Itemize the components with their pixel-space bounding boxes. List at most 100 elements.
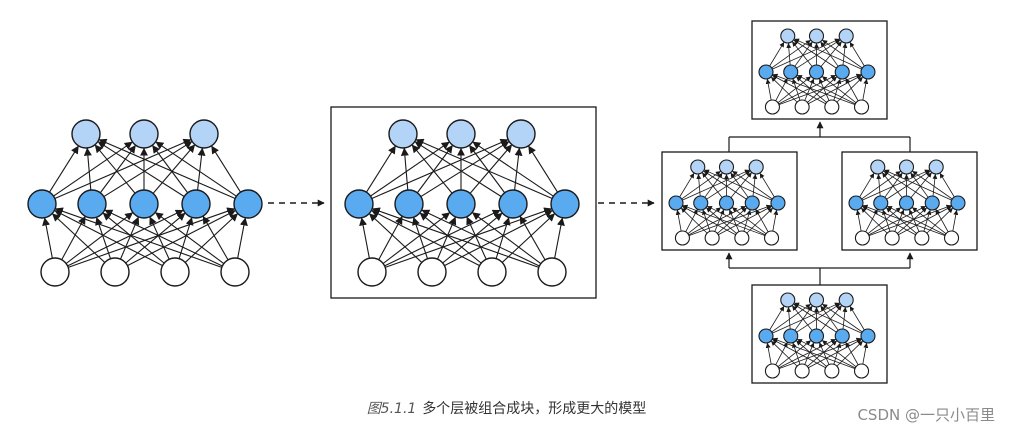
s4-edges xyxy=(765,302,869,369)
s3-edge xyxy=(912,207,947,235)
s3-edge xyxy=(926,207,953,234)
s4-edge xyxy=(765,342,772,365)
s3-input-node-3 xyxy=(914,230,930,246)
s1-hidden-node-4 xyxy=(834,64,850,80)
s4-edge xyxy=(849,305,865,331)
n1-edge xyxy=(54,207,222,268)
n1-edge xyxy=(61,216,86,260)
n2-edge xyxy=(466,216,487,260)
s4-edge xyxy=(833,342,842,365)
s2-edge xyxy=(696,173,702,197)
s3-input-node-1 xyxy=(854,230,870,246)
n2-hidden-node-2 xyxy=(394,189,424,219)
n1-edge xyxy=(155,141,237,197)
n2-edge xyxy=(369,213,423,263)
s3-input-node-4 xyxy=(943,230,960,246)
n2-edge xyxy=(436,216,457,260)
n2-network xyxy=(344,119,580,287)
s3-edge xyxy=(861,207,888,234)
s2-edge xyxy=(702,172,723,198)
n1-edge xyxy=(178,217,194,259)
s4-edge xyxy=(807,340,837,367)
n1-input-node-3 xyxy=(160,257,190,287)
n2-hidden-node-4 xyxy=(498,189,528,219)
s4-edge xyxy=(820,305,839,331)
s3-edge xyxy=(883,170,927,200)
s2-hidden-node-3 xyxy=(718,195,735,211)
n1-output-node-1 xyxy=(71,119,101,149)
n2-hidden-node-3 xyxy=(446,189,476,219)
n1-edge xyxy=(94,144,136,194)
n2-edge xyxy=(444,210,553,267)
s1-edge xyxy=(819,78,830,101)
s1-edge xyxy=(794,41,813,67)
s1-hidden-node-3 xyxy=(808,64,825,80)
s3-hidden-node-1 xyxy=(848,195,864,211)
s2-edge xyxy=(759,172,775,198)
s3-edge xyxy=(861,171,901,200)
n2-edge xyxy=(554,217,565,259)
s1-network xyxy=(758,28,876,115)
s2-edge xyxy=(703,170,747,200)
s3-edge xyxy=(867,207,902,234)
s1-edge xyxy=(820,41,842,67)
n2-edge xyxy=(378,216,403,260)
s4-input-node-2 xyxy=(794,363,810,379)
s1-edge xyxy=(808,75,862,105)
top-block-frame xyxy=(751,20,888,120)
s2-edges xyxy=(675,169,779,236)
s4-output-node-3 xyxy=(838,292,854,308)
n2-output-node-2 xyxy=(446,119,476,149)
s3-edge xyxy=(923,209,932,232)
s4-hidden-node-4 xyxy=(834,328,850,344)
n2-edge xyxy=(382,212,451,264)
s2-edge xyxy=(755,209,769,233)
s2-edge xyxy=(732,207,767,235)
n2-edge xyxy=(421,209,540,267)
s1-hidden-node-2 xyxy=(783,64,799,80)
n1-edge xyxy=(103,141,193,198)
s2-edge xyxy=(675,209,682,232)
s3-edge xyxy=(939,172,955,198)
s1-edge xyxy=(849,41,865,67)
s4-edge xyxy=(842,306,848,330)
s3-edge xyxy=(935,209,949,233)
s3-edge xyxy=(898,206,952,236)
s3-output-node-1 xyxy=(870,159,886,175)
s1-edge xyxy=(822,76,857,104)
n1-hidden-node-4 xyxy=(181,189,211,219)
s4-edge xyxy=(794,305,813,331)
s1-edge xyxy=(769,41,785,67)
s4-network xyxy=(758,292,876,379)
n2-edge xyxy=(416,144,453,194)
s3-edge xyxy=(859,172,875,198)
n1-edge xyxy=(54,210,163,267)
s1-input-node-2 xyxy=(794,99,810,115)
n1-hidden-node-1 xyxy=(27,189,57,219)
s2-edge xyxy=(704,169,772,201)
s4-input-node-4 xyxy=(853,363,870,379)
s1-hidden-node-5 xyxy=(860,64,876,80)
s1-input-node-1 xyxy=(764,99,780,115)
s1-edge xyxy=(794,38,862,70)
s1-output-node-2 xyxy=(808,28,825,44)
watermark: CSDN @一只小百里 xyxy=(857,406,995,424)
n1-hidden-node-3 xyxy=(129,189,159,219)
s1-edge xyxy=(765,78,772,101)
s4-edge xyxy=(822,303,863,333)
n2-edge xyxy=(528,145,559,193)
s1-edge xyxy=(845,78,859,102)
s2-network xyxy=(668,159,786,246)
s2-edge xyxy=(704,172,723,198)
n2-edge xyxy=(419,212,482,264)
s2-input-node-3 xyxy=(734,230,750,246)
n2-edge xyxy=(469,144,506,194)
s4-input-node-1 xyxy=(764,363,780,379)
s3-edge xyxy=(910,172,932,198)
n2-edge xyxy=(415,138,553,199)
n1-edge xyxy=(52,213,106,263)
n2-edges xyxy=(359,138,565,268)
s1-edge xyxy=(842,42,848,66)
n2-edge xyxy=(400,147,409,191)
